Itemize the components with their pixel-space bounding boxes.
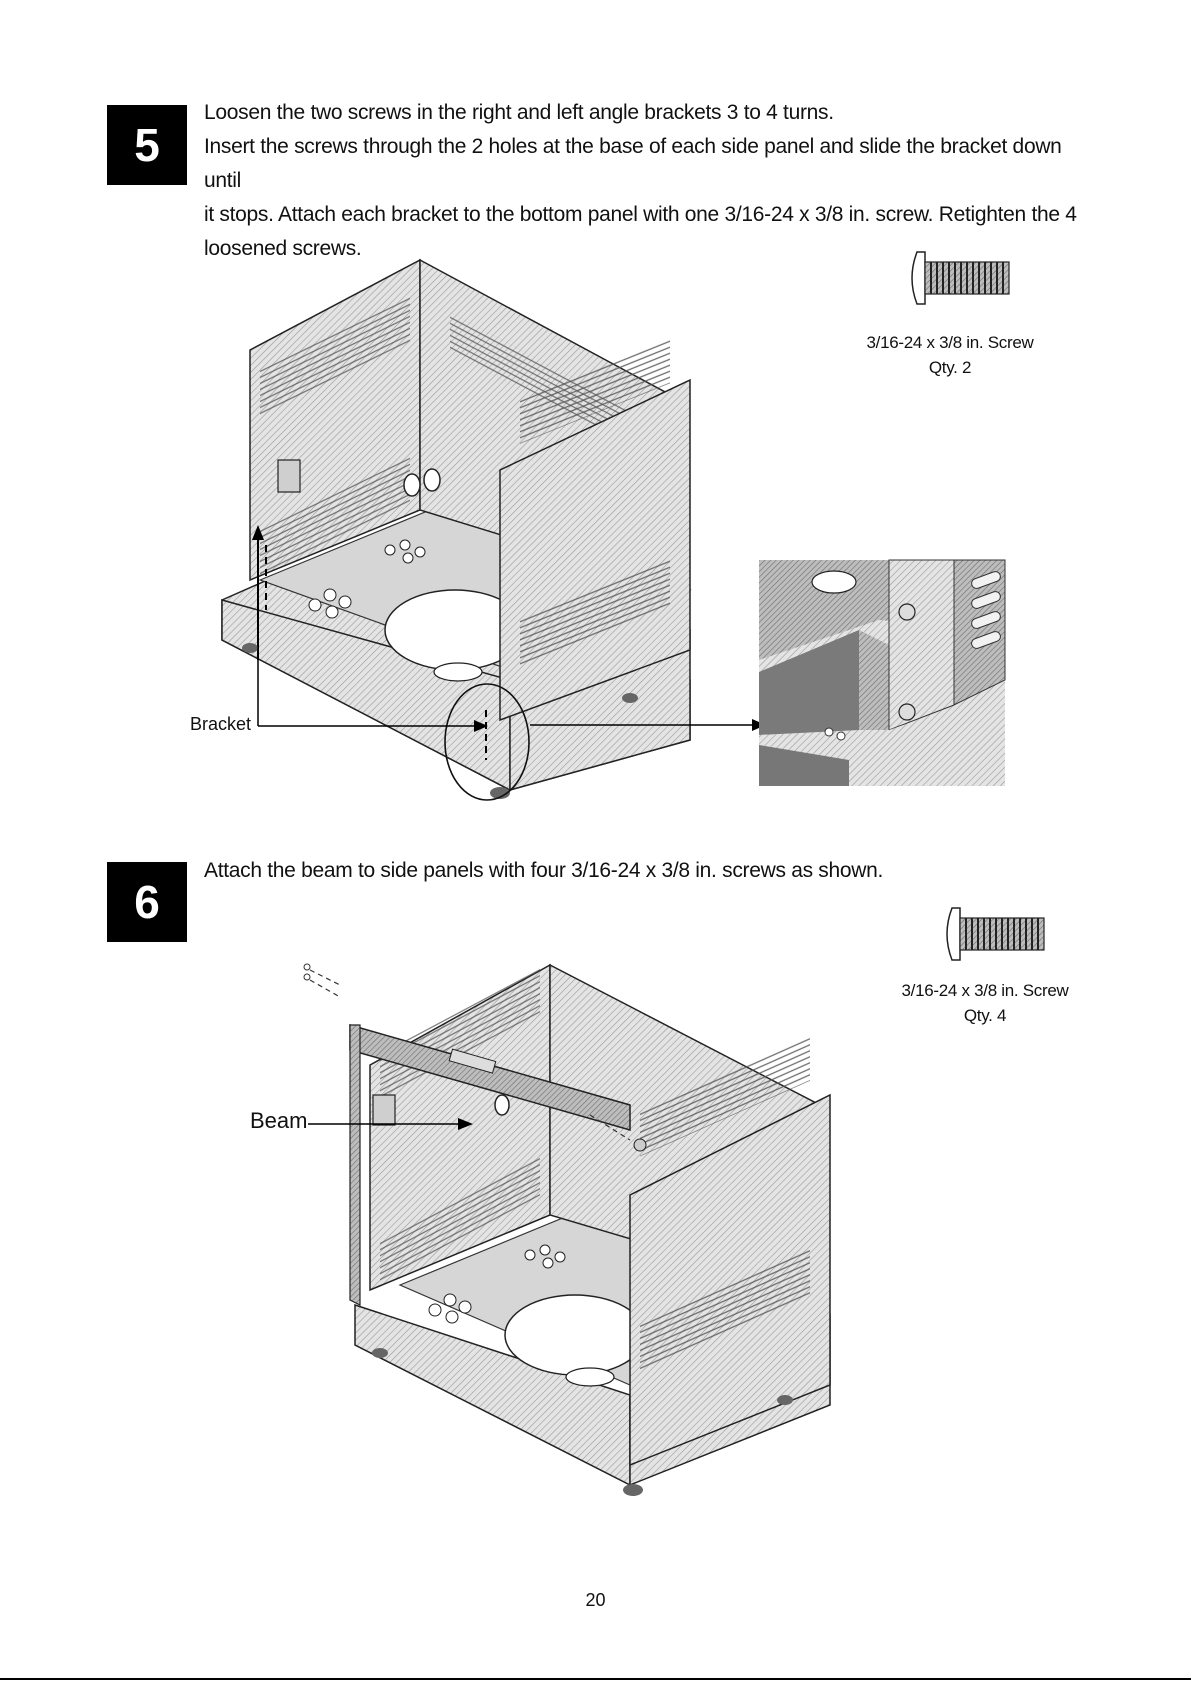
beam-leader-line xyxy=(308,1118,473,1130)
step-5-part-label: 3/16-24 x 3/8 in. Screw Qty. 2 xyxy=(845,330,1055,380)
step-5-line-1: Loosen the two screws in the right and l… xyxy=(204,101,834,124)
bracket-detail-inset xyxy=(759,559,1006,786)
step-6-part-name: 3/16-24 x 3/8 in. Screw xyxy=(901,981,1069,1000)
step-6-part-label: 3/16-24 x 3/8 in. Screw Qty. 4 xyxy=(880,978,1090,1028)
bracket-vertical-leader xyxy=(257,590,259,726)
step-6-instructions: Attach the beam to side panels with four… xyxy=(204,854,1104,888)
step-5-line-3: it stops. Attach each bracket to the bot… xyxy=(204,203,1077,226)
beam-callout-label: Beam xyxy=(250,1108,308,1133)
page-number: 20 xyxy=(585,1590,606,1610)
step-5-part-name: 3/16-24 x 3/8 in. Screw xyxy=(866,333,1034,352)
detail-leader-arrow xyxy=(530,719,766,731)
step-6-part-qty: Qty. 4 xyxy=(963,1006,1007,1025)
bracket-callout-label: Bracket xyxy=(190,714,252,734)
cabinet-illustration-step-5 xyxy=(221,258,692,801)
page-bottom-rule xyxy=(0,1678,1191,1680)
step-5-instructions: Loosen the two screws in the right and l… xyxy=(204,96,1104,266)
bracket-leader-line xyxy=(258,720,488,732)
step-6-badge: 6 xyxy=(107,862,187,942)
cabinet-illustration-step-6 xyxy=(303,963,831,1496)
screw-icon xyxy=(911,251,1010,305)
step-5-line-4: loosened screws. xyxy=(204,237,362,260)
step-5-line-2: Insert the screws through the 2 holes at… xyxy=(204,135,1062,192)
step-6-line-1: Attach the beam to side panels with four… xyxy=(204,859,884,882)
screw-icon xyxy=(946,907,1045,961)
step-5-part-qty: Qty. 2 xyxy=(928,358,972,377)
step-5-badge: 5 xyxy=(107,105,187,185)
